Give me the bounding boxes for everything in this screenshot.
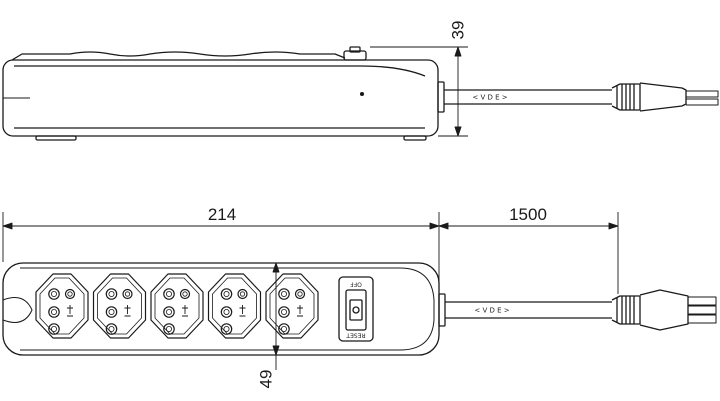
power-socket bbox=[265, 273, 319, 339]
front-view-strain-relief bbox=[438, 293, 446, 327]
power-socket bbox=[207, 273, 262, 339]
socket-group bbox=[35, 273, 319, 339]
side-view-cable bbox=[444, 89, 612, 105]
side-view-strain-relief bbox=[437, 81, 445, 113]
power-socket bbox=[35, 273, 89, 339]
switch-off-label: OFF bbox=[350, 281, 362, 288]
side-view bbox=[2, 46, 719, 141]
dimension-lengths bbox=[2, 212, 619, 294]
side-view-foot bbox=[403, 135, 427, 141]
side-view-housing bbox=[2, 59, 439, 137]
dim-cable-length-label: 1500 bbox=[509, 205, 547, 224]
front-view-cable bbox=[445, 301, 612, 319]
dim-total-length-label: 214 bbox=[208, 205, 236, 224]
front-view-end-cap bbox=[2, 297, 33, 323]
dim-side-height-label: 39 bbox=[449, 21, 468, 40]
switch-reset-label: RESET bbox=[346, 332, 366, 339]
power-socket bbox=[150, 273, 204, 339]
front-view bbox=[2, 212, 717, 370]
cable-marking-side: < V D E > bbox=[472, 94, 507, 102]
power-socket bbox=[92, 273, 147, 339]
side-view-top-ribs bbox=[11, 51, 346, 61]
front-view-plug bbox=[611, 289, 717, 331]
side-view-plug bbox=[611, 82, 719, 112]
cable-marking-front: < V D E > bbox=[474, 307, 509, 315]
side-view-foot bbox=[35, 135, 77, 141]
side-view-switch-bump bbox=[343, 50, 367, 61]
dimension-side-height bbox=[370, 46, 468, 137]
power-switch bbox=[345, 289, 367, 331]
dim-front-height-label: 49 bbox=[257, 370, 276, 389]
power-switch-panel bbox=[338, 276, 374, 342]
